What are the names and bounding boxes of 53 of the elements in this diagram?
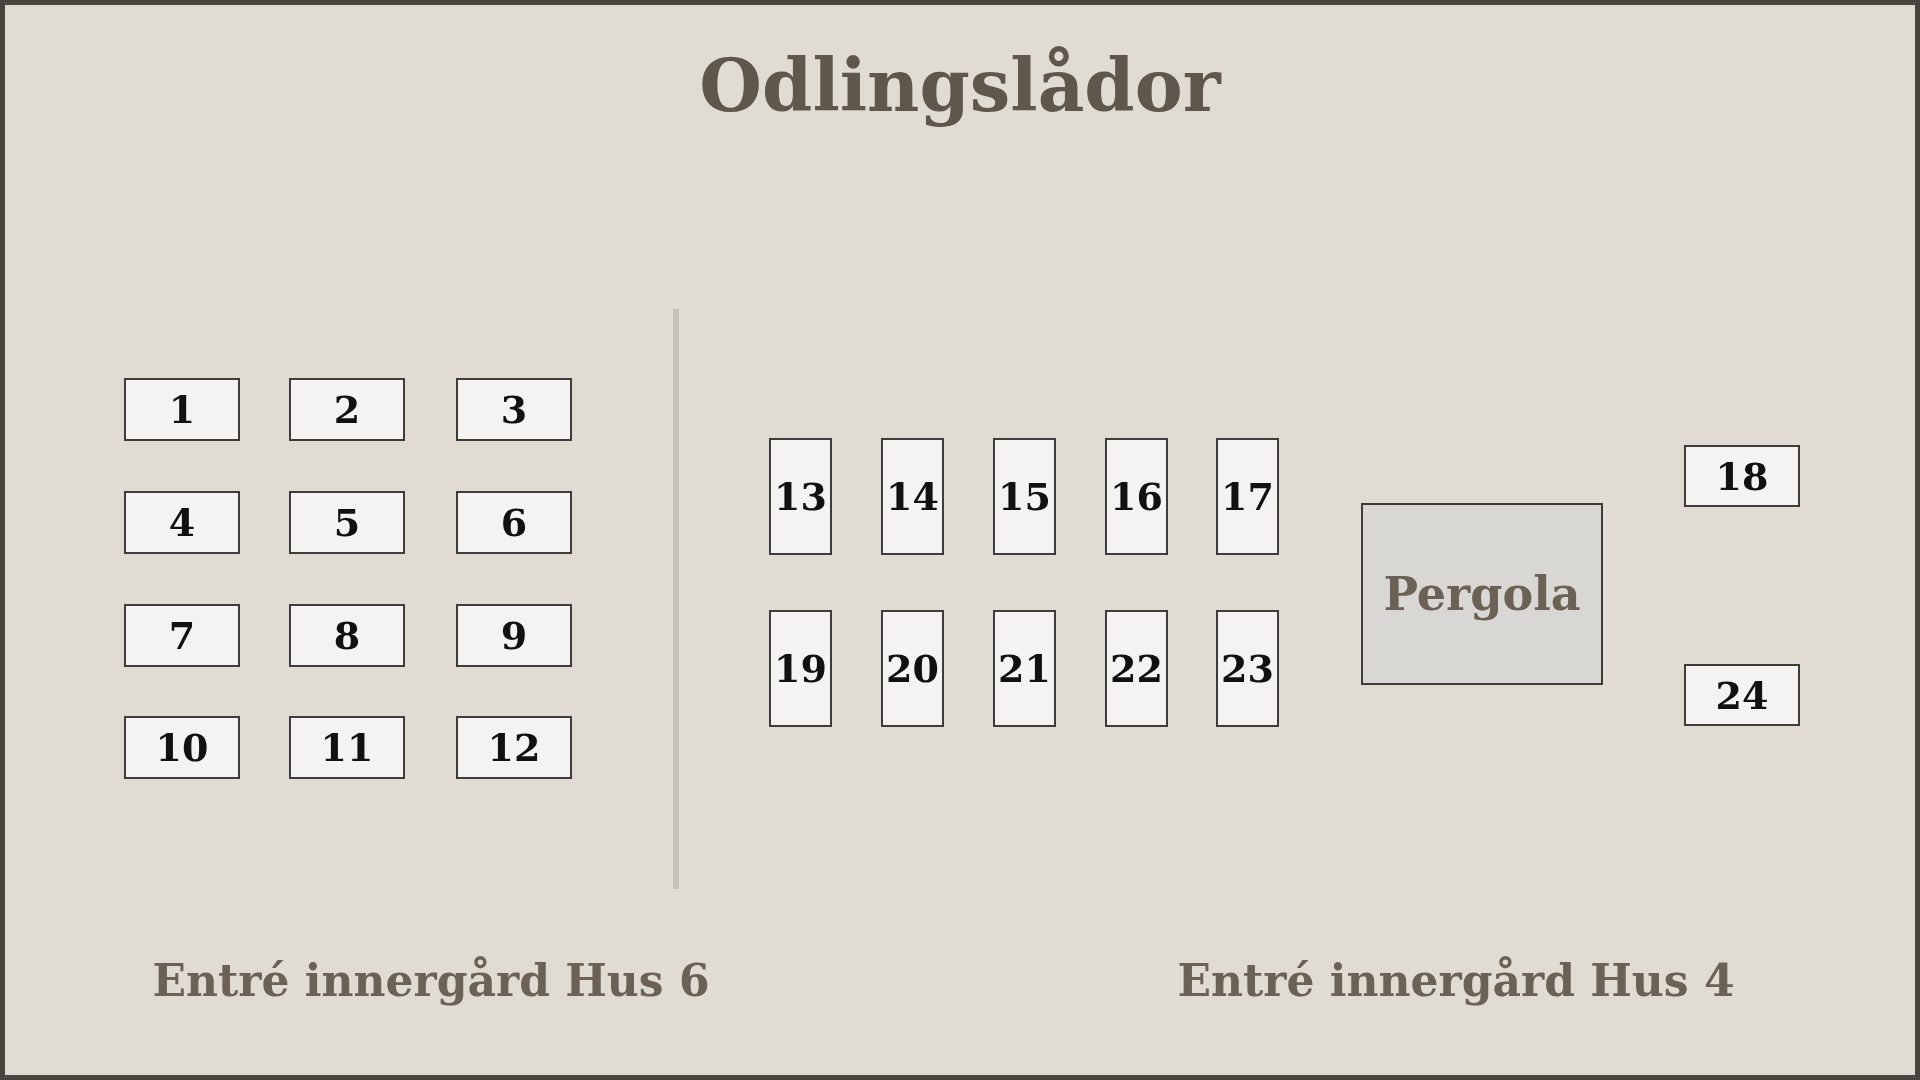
box-number: 15 xyxy=(998,474,1051,519)
box-number: 16 xyxy=(1110,474,1163,519)
planter-box xyxy=(993,438,1056,555)
box-number: 8 xyxy=(333,613,361,658)
box-number: 12 xyxy=(487,725,541,770)
box-number: 2 xyxy=(333,387,361,432)
box-number: 4 xyxy=(168,500,196,545)
area-label: Pergola xyxy=(1383,567,1581,621)
planter-box xyxy=(289,716,405,779)
entrance-label: Entré innergård Hus 6 xyxy=(152,955,710,1006)
box-number: 6 xyxy=(500,500,528,545)
box-number: 14 xyxy=(886,474,939,519)
box-number: 21 xyxy=(998,646,1051,691)
box-number: 19 xyxy=(774,646,827,691)
planter-box xyxy=(289,491,405,554)
title: Odlingslådor xyxy=(698,43,1223,128)
box-number: 18 xyxy=(1715,453,1769,499)
box-number: 13 xyxy=(774,474,827,519)
box-number: 9 xyxy=(500,613,528,658)
planter-box xyxy=(456,716,572,779)
box-number: 22 xyxy=(1110,646,1163,691)
box-number: 11 xyxy=(320,725,374,770)
planter-box xyxy=(769,438,832,555)
planter-box xyxy=(993,610,1056,727)
planter-box xyxy=(1684,664,1800,726)
planter-box xyxy=(881,438,944,555)
box-number: 1 xyxy=(168,387,196,432)
pergola-area xyxy=(1361,503,1603,685)
box-number: 24 xyxy=(1715,672,1769,718)
planter-box xyxy=(124,378,240,441)
planter-box xyxy=(124,491,240,554)
box-number: 20 xyxy=(886,646,939,691)
box-number: 23 xyxy=(1221,646,1274,691)
box-number: 10 xyxy=(155,725,209,770)
planter-box xyxy=(1105,438,1168,555)
planter-box xyxy=(289,378,405,441)
box-number: 17 xyxy=(1221,474,1274,519)
planter-box xyxy=(1216,610,1279,727)
planter-box xyxy=(1684,445,1800,507)
planter-box xyxy=(124,716,240,779)
entrance-label: Entré innergård Hus 4 xyxy=(1177,955,1735,1006)
planter-box xyxy=(1216,438,1279,555)
box-number: 5 xyxy=(333,500,361,545)
planter-box xyxy=(881,610,944,727)
planter-box xyxy=(769,610,832,727)
planter-box xyxy=(456,491,572,554)
planter-box xyxy=(124,604,240,667)
planter-box xyxy=(456,604,572,667)
planter-box xyxy=(456,378,572,441)
planter-box xyxy=(1105,610,1168,727)
planter-box xyxy=(289,604,405,667)
box-number: 3 xyxy=(500,387,528,432)
box-number: 7 xyxy=(168,613,196,658)
